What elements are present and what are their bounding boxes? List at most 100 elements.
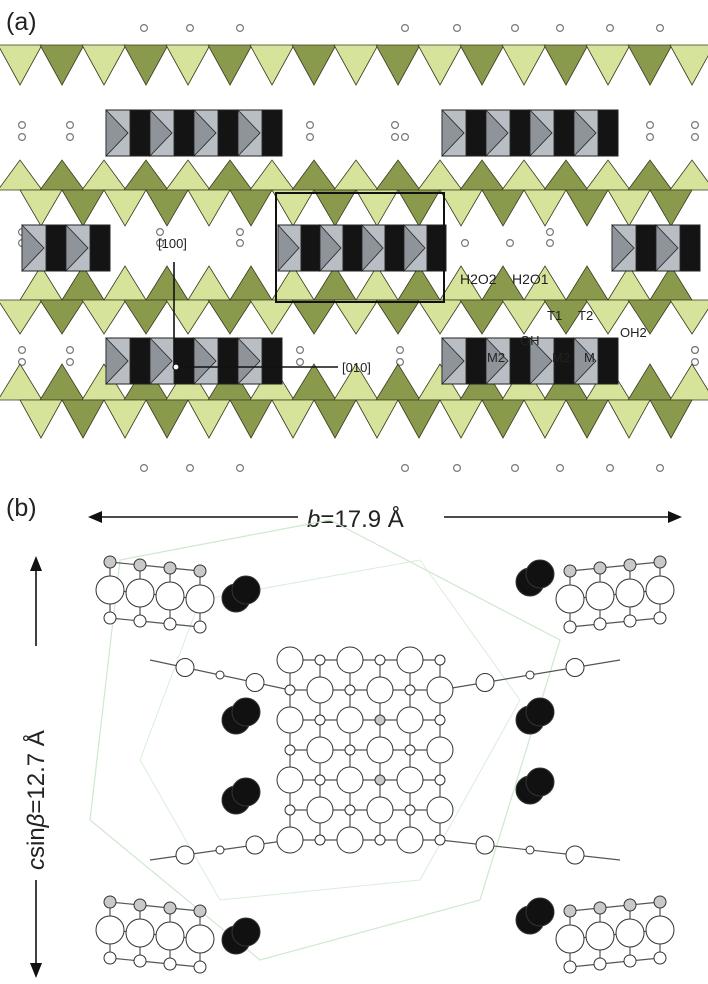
tetrahedron — [249, 299, 295, 335]
atom — [374, 654, 386, 666]
water-molecule — [236, 239, 245, 248]
atom — [396, 766, 424, 794]
water-molecule — [391, 133, 400, 142]
atom — [475, 835, 495, 855]
tetrahedron — [481, 189, 525, 227]
octahedron-side — [485, 337, 509, 385]
tetrahedron — [61, 189, 105, 227]
tetrahedron — [627, 299, 673, 335]
octahedron-shadow — [173, 109, 195, 157]
octahedron-shadow — [597, 109, 619, 157]
atom — [155, 581, 185, 611]
water-molecule — [306, 120, 315, 129]
water-molecule — [401, 133, 410, 142]
tetrahedron — [543, 44, 589, 86]
atom — [475, 673, 495, 692]
atom — [615, 578, 645, 608]
atom — [314, 654, 326, 666]
water-molecule — [18, 133, 27, 142]
tetrahedron — [61, 399, 105, 439]
atom — [276, 766, 304, 794]
water-molecule — [236, 24, 245, 33]
tetrahedron — [627, 44, 673, 86]
water-molecule — [156, 228, 165, 237]
octahedron-shadow — [129, 109, 151, 157]
tetrahedron — [0, 44, 43, 86]
oh2-label: OH2 — [620, 325, 647, 340]
atom — [653, 951, 667, 965]
atom — [426, 676, 454, 704]
octahedron-side — [193, 337, 217, 385]
octahedron-side — [319, 223, 342, 273]
tetrahedron — [145, 189, 189, 227]
tetrahedron — [271, 399, 315, 439]
octahedron-shadow — [173, 337, 195, 385]
octahedron-shadow — [261, 109, 283, 157]
dir-010-label: [010] — [342, 360, 371, 375]
tetrahedron — [543, 299, 589, 335]
t1-label: T1 — [547, 308, 562, 323]
octahedron-side — [403, 223, 426, 273]
octahedron-side — [441, 109, 465, 157]
panel-a-structure — [0, 24, 708, 473]
atom — [396, 706, 424, 734]
atom — [125, 578, 155, 608]
atom — [284, 744, 296, 756]
atom — [653, 895, 667, 909]
water-molecule — [655, 24, 664, 33]
octahedron-shadow — [635, 224, 657, 272]
tetrahedron — [439, 399, 483, 439]
atom — [623, 954, 637, 968]
octahedron-side — [529, 109, 553, 157]
atom — [434, 714, 446, 726]
tetrahedron — [187, 189, 231, 227]
t2-label: T2 — [578, 308, 593, 323]
atom — [336, 646, 364, 674]
atom — [563, 564, 577, 578]
atom — [525, 559, 555, 589]
tetrahedron — [439, 189, 483, 227]
atom — [155, 921, 185, 951]
water-molecule — [655, 464, 664, 473]
water-molecule — [555, 24, 564, 33]
atom — [653, 555, 667, 569]
tetrahedron — [165, 44, 211, 86]
tetrahedron — [291, 299, 337, 335]
m2-label-2: M2 — [552, 350, 570, 365]
atom — [314, 774, 326, 786]
tetrahedron — [565, 189, 609, 227]
octahedron-side — [105, 109, 129, 157]
atom — [366, 676, 394, 704]
atom — [434, 834, 446, 846]
water-molecule — [140, 24, 149, 33]
water-molecule — [453, 464, 462, 473]
atom — [314, 834, 326, 846]
water-molecule — [545, 228, 554, 237]
octahedron-shadow — [426, 224, 447, 272]
atom — [175, 658, 195, 677]
panel-b-ball-and-stick — [89, 519, 675, 974]
tetrahedron — [481, 399, 525, 439]
octahedron-side — [105, 337, 129, 385]
atom — [336, 766, 364, 794]
tetrahedron — [375, 44, 421, 86]
atom — [336, 706, 364, 734]
atom — [231, 697, 261, 727]
atom — [585, 921, 615, 951]
atom — [555, 924, 585, 954]
atom — [563, 960, 577, 974]
atom — [133, 954, 147, 968]
tetrahedron — [501, 299, 547, 335]
water-molecule — [391, 120, 400, 129]
atom — [396, 646, 424, 674]
atom — [593, 617, 607, 631]
atom — [185, 584, 215, 614]
octahedron-shadow — [384, 224, 405, 272]
octahedron-side — [277, 223, 300, 273]
tetrahedron — [607, 399, 651, 439]
atom — [563, 904, 577, 918]
atom — [215, 670, 225, 680]
water-molecule — [396, 358, 405, 367]
octahedron-side — [441, 337, 465, 385]
